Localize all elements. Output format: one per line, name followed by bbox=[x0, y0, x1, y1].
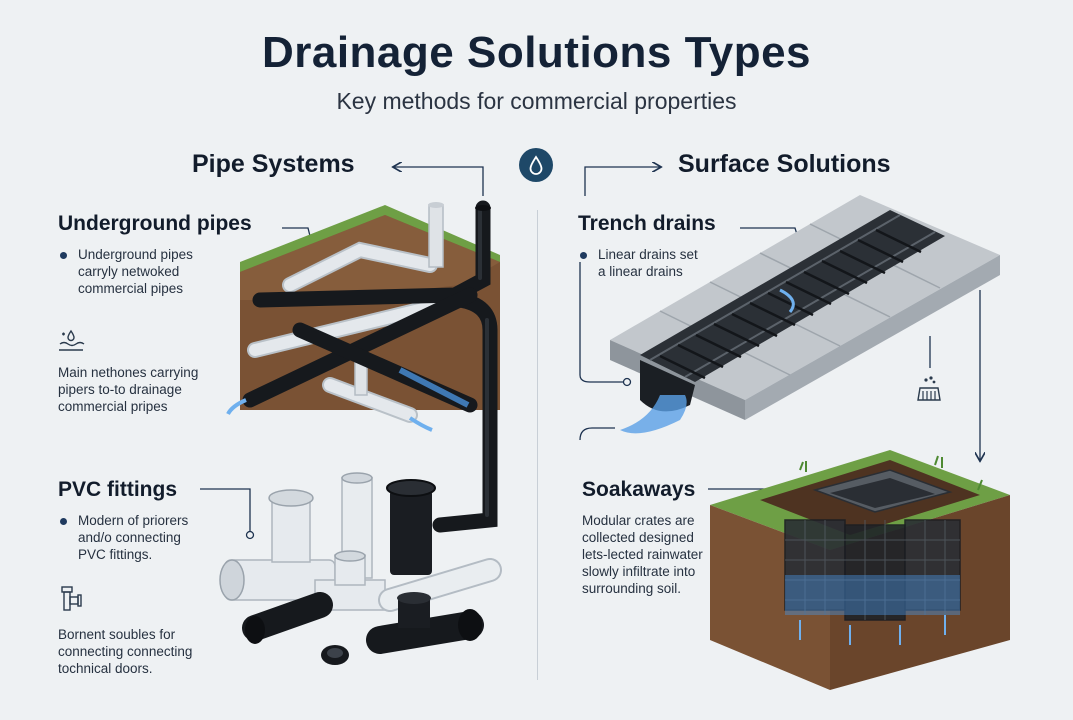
text-line: commercial pipes bbox=[78, 281, 184, 296]
text-line: carryly netwoked bbox=[78, 264, 180, 279]
underground-pipes-heading: Underground pipes bbox=[58, 212, 252, 235]
text-line: Modular crates are bbox=[582, 513, 695, 528]
pvc-fittings-heading: PVC fittings bbox=[58, 478, 177, 501]
pvc-fittings-note: Bornent soubles for connecting connectin… bbox=[58, 626, 192, 677]
text-line: Underground pipes bbox=[78, 247, 193, 262]
text-line: collected designed bbox=[582, 530, 694, 545]
underground-pipes-note: Main nethones carrying pipers to-to drai… bbox=[58, 364, 198, 415]
pipe-systems-title: Pipe Systems bbox=[192, 150, 355, 178]
underground-pipes-bullet: Underground pipes carryly netwoked comme… bbox=[78, 246, 193, 297]
surface-solutions-title: Surface Solutions bbox=[678, 150, 891, 178]
page-title: Drainage Solutions Types bbox=[261, 28, 812, 77]
bullet-dot bbox=[60, 518, 67, 525]
text-line: a linear drains bbox=[598, 264, 683, 279]
text-line: Bornent soubles for bbox=[58, 627, 176, 642]
soakaways-heading: Soakaways bbox=[582, 478, 696, 501]
text-line: slowly infiltrate into bbox=[582, 564, 696, 579]
pipe-fitting-icon bbox=[61, 586, 82, 611]
bullet-dot bbox=[60, 252, 67, 259]
text-line: tochnical doors. bbox=[58, 661, 153, 676]
text-line: commercial pripes bbox=[58, 399, 168, 414]
soakaways-text: Modular crates are collected designed le… bbox=[582, 512, 703, 597]
page-subtitle: Key methods for commercial properties bbox=[336, 88, 737, 114]
text-line: connecting connecting bbox=[58, 644, 193, 659]
text-line: lets-lected rainwater bbox=[582, 547, 703, 562]
text-line: Main nethones carrying bbox=[58, 365, 199, 380]
trench-drains-bullet: Linear drains set a linear drains bbox=[598, 246, 698, 280]
text-line: Modern of priorers bbox=[78, 513, 189, 528]
water-drop-icon bbox=[529, 155, 543, 175]
trench-drains-heading: Trench drains bbox=[578, 212, 716, 235]
water-level-icon bbox=[59, 329, 85, 351]
water-drop-badge bbox=[519, 148, 553, 182]
text-line: pipers to-to drainage bbox=[58, 382, 182, 397]
text-line: PVC fittings. bbox=[78, 547, 153, 562]
text-line: and/o connecting bbox=[78, 530, 181, 545]
pvc-fittings-bullet: Modern of priorers and/o connecting PVC … bbox=[78, 512, 188, 563]
center-divider bbox=[537, 210, 538, 680]
text-line: Linear drains set bbox=[598, 247, 698, 262]
bullet-dot bbox=[580, 252, 587, 259]
text-line: surrounding soil. bbox=[582, 581, 682, 596]
cleaning-brush-icon bbox=[917, 376, 941, 401]
